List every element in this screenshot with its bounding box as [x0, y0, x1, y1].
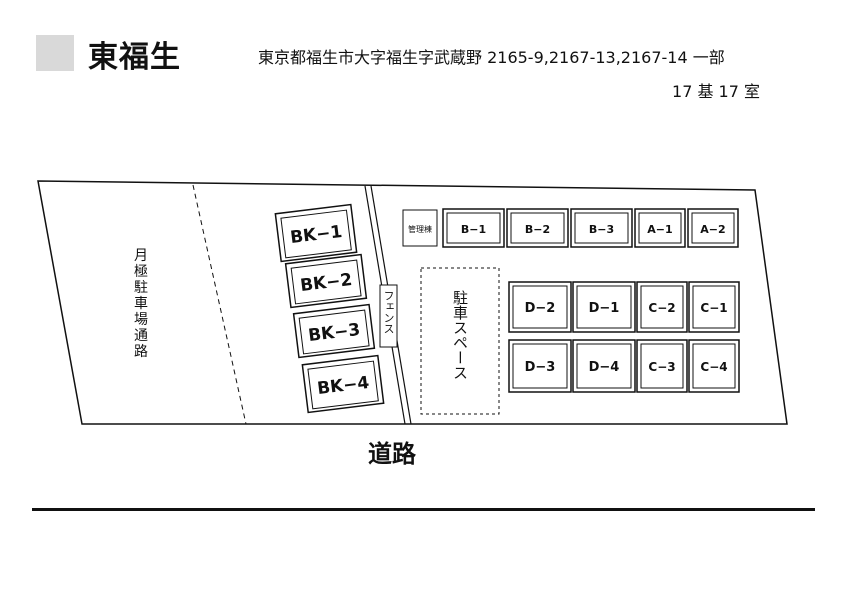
unit-label: C−1: [700, 301, 727, 315]
fence-label: フェンス: [382, 290, 395, 334]
unit-b-2[interactable]: B−2: [506, 208, 569, 248]
unit-label: D−1: [589, 301, 620, 316]
unit-label: C−3: [648, 360, 675, 374]
page-title: 東福生: [88, 40, 181, 75]
unit-label: B−3: [589, 223, 614, 236]
unit-count: 17 基 17 室: [672, 82, 760, 101]
road-edge-line: [32, 508, 815, 511]
unit-label: C−2: [648, 301, 675, 315]
unit-c-4[interactable]: C−4: [688, 339, 740, 393]
road-label: 道路: [368, 440, 416, 468]
bk-unit-4[interactable]: BK−4: [301, 354, 385, 414]
unit-d-3[interactable]: D−3: [508, 339, 572, 393]
unit-c-2[interactable]: C−2: [636, 281, 688, 333]
title-swatch: [36, 35, 74, 71]
unit-label: B−2: [525, 223, 550, 236]
unit-label: B−1: [461, 223, 486, 236]
unit-d-2[interactable]: D−2: [508, 281, 572, 333]
unit-b-1[interactable]: B−1: [442, 208, 505, 248]
bk-unit-2[interactable]: BK−2: [284, 253, 368, 309]
unit-c-1[interactable]: C−1: [688, 281, 740, 333]
unit-a-1[interactable]: A−1: [634, 208, 686, 248]
parking-space: [420, 267, 500, 415]
unit-a-2[interactable]: A−2: [687, 208, 739, 248]
access-road-label: 月 極 駐 車 場 通 路: [134, 248, 148, 360]
access-road-char: 路: [134, 344, 148, 360]
site-outline: [37, 180, 788, 425]
fence-label-box: フェンス: [379, 284, 398, 348]
access-road-char: 車: [134, 295, 148, 312]
access-road-char: 通: [134, 328, 148, 344]
unit-label: A−2: [700, 223, 725, 236]
access-lane-boundary: [192, 184, 247, 425]
unit-label: D−3: [525, 360, 556, 375]
office-label: 管理棟: [408, 224, 432, 234]
access-road-char: 駐: [134, 280, 148, 296]
office-building[interactable]: 管理棟: [402, 209, 438, 247]
unit-d-4[interactable]: D−4: [572, 339, 636, 393]
unit-b-3[interactable]: B−3: [570, 208, 633, 248]
site-address: 東京都福生市大字福生字武蔵野 2165-9,2167-13,2167-14 一部: [258, 48, 725, 67]
unit-label: C−4: [700, 360, 727, 374]
parking-space-label: 駐車スペース: [451, 290, 469, 380]
access-road-char: 月: [134, 248, 148, 264]
bk-unit-3[interactable]: BK−3: [292, 303, 376, 359]
unit-d-1[interactable]: D−1: [572, 281, 636, 333]
unit-label: D−4: [589, 360, 620, 375]
access-road-char: 極: [134, 264, 148, 280]
unit-label: A−1: [647, 223, 672, 236]
unit-label: D−2: [525, 301, 556, 316]
access-road-char: 場: [134, 312, 148, 328]
unit-c-3[interactable]: C−3: [636, 339, 688, 393]
bk-unit-1[interactable]: BK−1: [274, 203, 358, 263]
